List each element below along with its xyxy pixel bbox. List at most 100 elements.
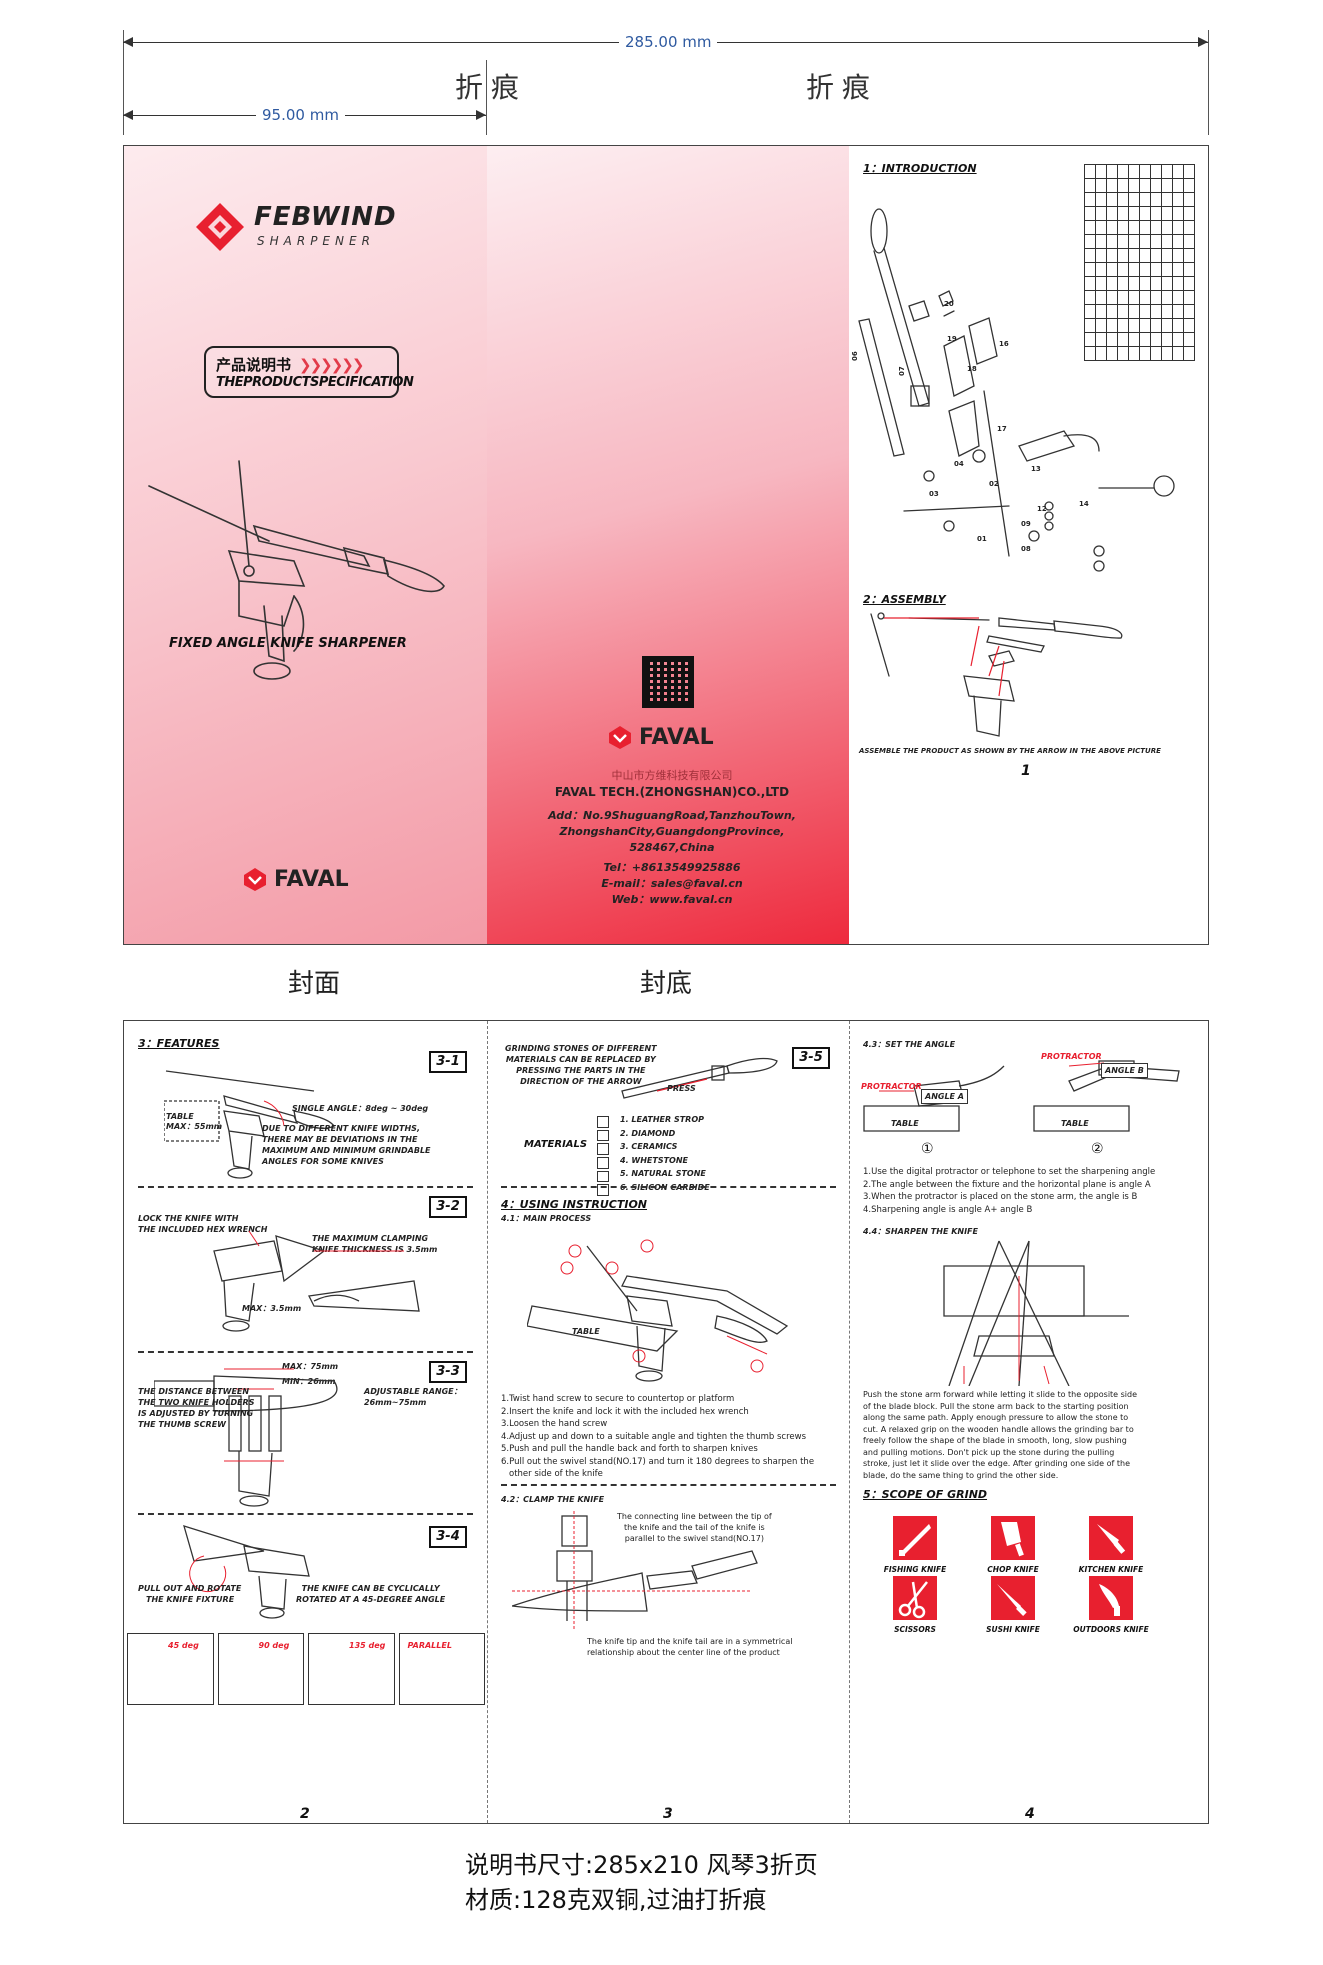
qr-code: [642, 656, 694, 708]
part-number-label: 01: [977, 535, 987, 543]
clamp-thickness-note: THE MAXIMUM CLAMPING KNIFE THICKNESS IS …: [312, 1233, 437, 1255]
main-process-title: 4.1：MAIN PROCESS: [501, 1214, 592, 1223]
company-name-cn: 中山市方维科技有限公司: [611, 769, 733, 782]
clamp-note-line: THE MAXIMUM CLAMPING: [312, 1234, 429, 1243]
rotate-note-line: PULL OUT AND ROTATE: [138, 1584, 242, 1593]
stone-sample: [597, 1184, 609, 1197]
sushi-knife-label: SUSHI KNIFE: [986, 1625, 1040, 1634]
clamp-note-line: parallel to the swivel stand(NO.17): [624, 1534, 764, 1543]
table-label: TABLE: [166, 1112, 194, 1121]
feature-3-3-illustration: [154, 1368, 338, 1507]
stone-sample: [597, 1170, 609, 1183]
clamp-knife-title: 4.2：CLAMP THE KNIFE: [501, 1495, 605, 1504]
materials-label: MATERIALS: [524, 1139, 588, 1150]
sharpen-title: 4.4：SHARPEN THE KNIFE: [863, 1227, 978, 1236]
stone-sample: [597, 1157, 609, 1169]
protractor-label-2: PROTRACTOR: [1041, 1052, 1102, 1061]
kitchen-knife-label: KITCHEN KNIFE: [1078, 1565, 1144, 1574]
clamp-knife-illustration: [512, 1511, 758, 1631]
clamp-note-line: The connecting line between the tip of: [617, 1512, 772, 1521]
faval-logo-icon: [609, 726, 631, 749]
panel-width-label: 95.00 mm: [256, 106, 345, 124]
sushi-knife-icon: [991, 1576, 1035, 1620]
holder-note-line: IS ADJUSTED BY TURNING: [138, 1409, 254, 1418]
assembly-diagram: [870, 612, 1123, 737]
cover-faval-logo: FAVAL: [242, 866, 349, 892]
symmetry-note-line: The knife tip and the knife tail are in …: [587, 1637, 793, 1646]
company-name-en: FAVAL TECH.(ZHONGSHAN)CO.,LTD: [554, 785, 790, 799]
section-divider: [138, 1513, 473, 1515]
part-number-label: 12: [1037, 505, 1047, 513]
telephone: Tel：+8613549925886: [603, 861, 741, 874]
section-divider: [501, 1484, 836, 1486]
fold-line-bottom-1: [487, 1021, 488, 1823]
range-note-line: 26mm~75mm: [364, 1398, 427, 1407]
section-divider: [138, 1351, 473, 1353]
clamp-note: The connecting line between the tip of t…: [617, 1511, 772, 1544]
sharpen-line: freely follow the shape of the blade in …: [863, 1436, 1127, 1445]
back-faval-logo: FAVAL: [607, 724, 714, 750]
material-item: 5. NATURAL STONE: [620, 1169, 706, 1178]
outer-side-sheet: FEBWIND SHARPENER 产品说明书❯❯❯❯❯❯ THEPRODUCT…: [123, 145, 1209, 945]
sharpen-line: stroke, just let it slide over the edge.…: [863, 1459, 1130, 1468]
using-instruction-title: 4：USING INSTRUCTION: [501, 1198, 648, 1211]
intro-title: 1：INTRODUCTION: [863, 162, 977, 175]
website: Web：www.faval.cn: [611, 893, 733, 906]
material-item: 4. WHETSTONE: [620, 1155, 689, 1165]
materials-list: 1. LEATHER STROP 2. DIAMOND 3. CERAMICS …: [620, 1113, 710, 1194]
angle-b-label: ANGLE B: [1101, 1063, 1148, 1078]
outdoors-knife-label: OUTDOORS KNIFE: [1073, 1625, 1149, 1634]
cover-panel: FEBWIND SHARPENER 产品说明书❯❯❯❯❯❯ THEPRODUCT…: [124, 146, 487, 944]
chevrons-icon: ❯❯❯❯❯❯: [299, 356, 364, 374]
max-thickness-label: MAX：3.5mm: [242, 1304, 302, 1313]
cyclic-note-line: THE KNIFE CAN BE CYCLICALLY: [301, 1584, 440, 1593]
chop-knife-icon: [991, 1516, 1035, 1560]
width-note-line: ANGLES FOR SOME KNIVES: [262, 1157, 384, 1166]
back-panel: FAVAL 中山市方维科技有限公司 FAVAL TECH.(ZHONGSHAN)…: [487, 146, 849, 944]
page-number-3: 3: [663, 1806, 673, 1822]
figure-circle-2: ②: [1091, 1141, 1104, 1157]
sharpen-line: and pulling motions. Don't pick up the s…: [863, 1447, 1115, 1457]
width-note-line: MAXIMUM AND MINIMUM GRINDABLE: [262, 1146, 431, 1155]
fold-label-2: 折痕: [806, 71, 879, 104]
stone-sample: [597, 1129, 609, 1142]
grind-note-line: PRESSING THE PARTS IN THE: [516, 1066, 646, 1075]
lock-note-line: LOCK THE KNIFE WITH: [138, 1214, 239, 1223]
spec-title-box: 产品说明书❯❯❯❯❯❯ THEPRODUCTSPECIFICATION: [204, 346, 414, 398]
process-step: other side of the knife: [509, 1469, 603, 1479]
kitchen-knife-icon: [1089, 1516, 1133, 1560]
cyclic-note: THE KNIFE CAN BE CYCLICALLY ROTATED AT A…: [296, 1583, 445, 1605]
fold-line-bottom-2: [849, 1021, 850, 1823]
angle-step: 1.Use the digital protractor or telephon…: [863, 1167, 1156, 1177]
main-process-illustration: [527, 1239, 789, 1382]
width-note-line: THERE MAY BE DEVIATIONS IN THE: [262, 1135, 418, 1144]
angle-frame-135: 135 deg: [308, 1633, 395, 1705]
step-tag-3-1: 3-1: [429, 1051, 467, 1073]
page-number-1: 1: [1021, 763, 1031, 779]
grind-note-line: DIRECTION OF THE ARROW: [520, 1077, 642, 1086]
angle-a-label: ANGLE A: [921, 1089, 968, 1104]
step-tag-3-2: 3-2: [429, 1196, 467, 1218]
adjustable-range-note: ADJUSTABLE RANGE： 26mm~75mm: [364, 1386, 462, 1408]
part-number-label: 19: [947, 335, 957, 343]
part-number-label: 06: [851, 351, 859, 361]
step-tag-3-3: 3-3: [429, 1361, 467, 1383]
grind-note-line: MATERIALS CAN BE REPLACED BY: [505, 1055, 656, 1064]
part-number-label: 17: [997, 425, 1007, 433]
angle-steps: 1.Use the digital protractor or telephon…: [863, 1166, 1155, 1216]
angle-label-45: 45 deg: [168, 1641, 199, 1650]
rotation-angle-strip: 45 deg 90 deg 135 deg PARALLEL: [127, 1633, 485, 1705]
fold-label-1: 折痕: [455, 71, 528, 104]
address-line-1: Add：No.9ShuguangRoad,TanzhouTown,: [548, 809, 796, 822]
part-number-label: 14: [1079, 500, 1089, 508]
rotate-note-line: THE KNIFE FIXTURE: [146, 1595, 235, 1604]
figure-circle-1: ①: [921, 1141, 934, 1157]
sharpen-text: Push the stone arm forward while letting…: [863, 1389, 1137, 1481]
company-contact: 中山市方维科技有限公司 FAVAL TECH.(ZHONGSHAN)CO.,LT…: [507, 768, 837, 908]
angle-frame-parallel: PARALLEL: [398, 1633, 485, 1705]
sharpen-illustration: [943, 1240, 1129, 1386]
front-cover-label: 封面: [288, 969, 341, 999]
assembly-title: 2：ASSEMBLY: [863, 593, 946, 606]
brand-name: FEBWIND: [254, 202, 397, 232]
min-width-label: MIN：26mm: [282, 1377, 336, 1386]
